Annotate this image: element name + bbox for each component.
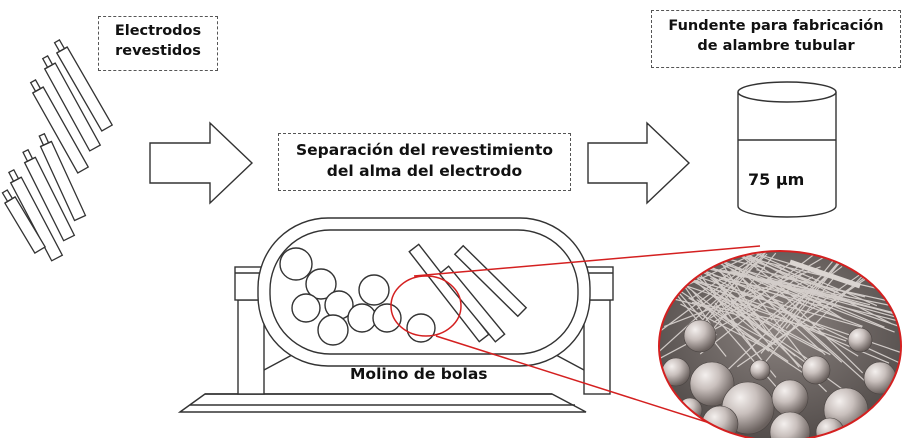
particle-size-label: 75 µm <box>748 170 805 189</box>
flux-label-line2: de alambre tubular <box>697 37 855 54</box>
mill-ball <box>358 274 390 306</box>
mill-ball <box>406 313 436 343</box>
electrode-rod <box>41 55 102 152</box>
mill-rod <box>453 244 528 318</box>
flux-label-line1: Fundente para fabricación <box>668 18 884 34</box>
electrode-rod <box>53 39 114 132</box>
electrode-rod <box>38 132 87 222</box>
electrodes-label-line1: Electrodos <box>114 23 202 39</box>
electrode-rod <box>29 79 90 174</box>
mill-ball <box>347 303 377 333</box>
separation-label-line2: del alma del electrodo <box>326 161 523 180</box>
electrode-rod <box>1 189 47 254</box>
ball-mill-icon <box>177 217 614 413</box>
electrodes-label: Electrodos revestidos <box>98 16 218 71</box>
separation-label: Separación del revestimiento del alma de… <box>278 133 571 191</box>
mill-ball <box>372 303 402 333</box>
mill-ball <box>291 293 321 323</box>
electrode-rod <box>22 148 76 242</box>
flux-label: Fundente para fabricación de alambre tub… <box>651 10 901 68</box>
mill-ball <box>317 314 349 346</box>
separation-label-line1: Separación del revestimiento <box>295 141 554 159</box>
electrodes-label-line2: revestidos <box>115 42 201 59</box>
zoom-lines <box>390 245 761 433</box>
mill-ball <box>305 268 337 300</box>
process-arrow-icon <box>149 121 254 205</box>
cylinder-container-icon <box>737 81 837 218</box>
mill-rod <box>438 265 506 343</box>
coated-electrode-rods-icon <box>1 39 114 262</box>
ball-mill-label: Molino de bolas <box>350 365 488 383</box>
mill-ball <box>279 247 313 281</box>
process-arrow-icon <box>587 121 691 205</box>
